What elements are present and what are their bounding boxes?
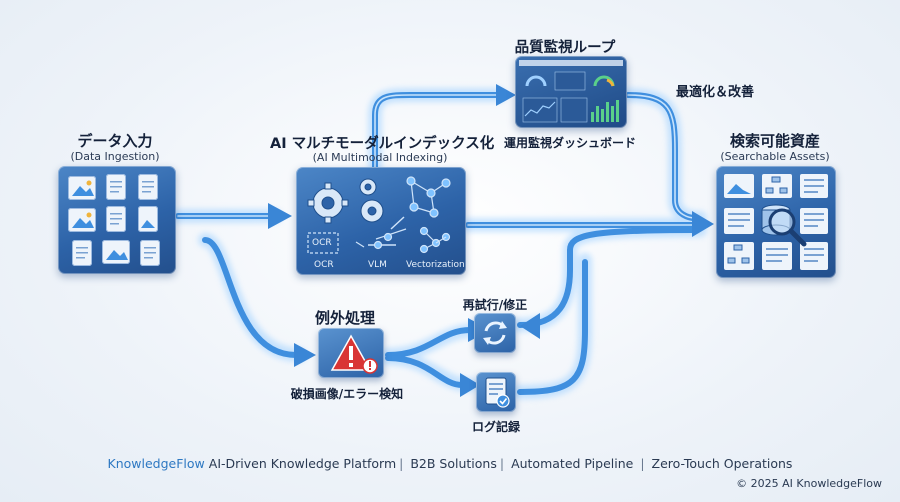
footer-item: Zero-Touch Operations [651, 456, 793, 471]
exception-title: 例外処理 [314, 309, 375, 327]
arrow-exception-to-retry [385, 327, 473, 358]
image-icon [68, 208, 96, 232]
retry-box [474, 313, 516, 353]
vlm-label: VLM [368, 260, 387, 270]
assets-title: 検索可能資産 [729, 132, 820, 150]
footer-brand: KnowledgeFlow [107, 456, 205, 471]
image-document-icon [138, 206, 158, 232]
vectorization-label: Vectorization [406, 260, 465, 270]
network-icon [355, 176, 451, 254]
image-icon [102, 240, 130, 264]
ingestion-title: データ入力 [77, 132, 153, 150]
copyright: © 2025 AI KnowledgeFlow [736, 477, 882, 490]
database-search-icon [761, 204, 807, 247]
image-icon [68, 176, 96, 200]
document-icon [106, 174, 126, 200]
exception-detect-label: 破損画像/エラー検知 [290, 387, 404, 401]
dashboard-label: 運用監視ダッシュボード [503, 136, 636, 150]
arrow-retry-to-assets [517, 227, 698, 328]
refresh-icon [483, 321, 507, 345]
log-document-icon [485, 377, 510, 408]
ocr-label: OCR [314, 260, 334, 270]
exception-box [318, 328, 384, 378]
document-icon [106, 206, 126, 232]
ingestion-panel [58, 166, 176, 274]
dashboard-panel [515, 56, 627, 128]
log-label: ログ記録 [471, 420, 520, 434]
quality-loop-title: 品質監視ループ [514, 40, 616, 56]
indexing-subtitle: (AI Multimodal Indexing) [312, 151, 448, 164]
optimize-label: 最適化＆改善 [675, 85, 754, 100]
arrow-dashboard-to-assets [625, 92, 698, 221]
retry-label: 再試行/修正 [462, 298, 528, 312]
indexing-title: AI マルチモーダルインデックス化 [270, 136, 495, 152]
arrow-ingest-to-exception [202, 237, 299, 358]
ocr-box-label: OCR [312, 238, 332, 248]
arrow-exception-to-log [385, 355, 465, 388]
footer: KnowledgeFlow AI-Driven Knowledge Platfo… [107, 456, 793, 471]
log-box [476, 372, 516, 412]
footer-item: Automated Pipeline [511, 456, 634, 471]
footer-item: AI-Driven Knowledge Platform [208, 456, 397, 471]
arrow-log-loop [517, 259, 588, 395]
footer-item: B2B Solutions [410, 456, 497, 471]
gauge-icon [525, 75, 615, 87]
assets-subtitle: (Searchable Assets) [720, 150, 830, 163]
document-icon [138, 174, 158, 200]
indexing-panel: OCR OCR VLM Vectorization [296, 167, 466, 275]
ingestion-subtitle: (Data Ingestion) [70, 150, 160, 163]
assets-panel [716, 166, 836, 278]
gear-icon [307, 178, 384, 224]
document-icon [72, 240, 92, 266]
document-icon [140, 240, 160, 266]
warning-icon [330, 334, 378, 374]
